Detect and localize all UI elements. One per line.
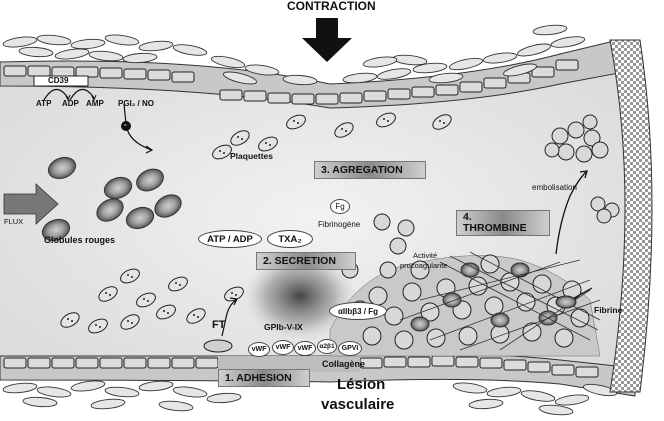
label-gpib: GPIb-V-IX	[264, 322, 303, 332]
cd39-box	[33, 75, 89, 87]
label-pgi: PGI₂ / NO	[118, 99, 155, 108]
flux-arrow	[3, 183, 59, 225]
smooth-muscle-top	[2, 24, 586, 86]
red-blood-cells	[41, 156, 182, 242]
label-ft: FT	[212, 319, 226, 331]
endothelium-bottom	[3, 355, 599, 378]
embolisation-arrow	[555, 171, 587, 255]
a2b1-badge: α2β1	[317, 339, 337, 354]
label-fibrinogene: Fibrinogène	[318, 220, 361, 229]
label-lesion: Lésion	[337, 376, 386, 393]
adhered-platelet	[203, 339, 233, 353]
vwf-badge-3: vWF	[294, 341, 316, 356]
cd39-arc-2	[69, 88, 95, 101]
label-collagene: Collagène	[322, 359, 366, 369]
gpvi-badge: GPVI	[338, 341, 362, 356]
atp-adp-badge: ATP / ADP	[198, 230, 262, 248]
inhibition-marker	[121, 121, 131, 131]
step-thrombine-num: 4.	[463, 210, 472, 223]
step-agregation: 3. AGREGATION	[314, 161, 426, 179]
endothelium-top	[3, 59, 579, 105]
trapped-rbcs	[410, 262, 558, 332]
step-adhesion: 1. ADHESION	[218, 369, 310, 387]
step-thrombine: 4. THROMBINE	[456, 210, 550, 236]
fg-badge: Fg	[330, 199, 350, 214]
label-inhibition: -	[124, 120, 127, 129]
secretion-glow	[244, 252, 356, 340]
label-atp: ATP	[36, 99, 52, 108]
integrin-badge: αIIbβ3 / Fg	[329, 302, 387, 320]
step-secretion: 2. SECRETION	[256, 252, 356, 270]
label-embolisation: embolisation	[532, 183, 577, 192]
resting-platelets	[60, 112, 452, 334]
label-adp: ADP	[62, 99, 79, 108]
label-flux: FLUX	[4, 217, 24, 226]
label-globules-rouges: Globules rouges	[44, 235, 116, 245]
label-procoagulante: procoagulante	[400, 261, 448, 270]
ft-arrow	[221, 299, 237, 337]
vessel-cross-section	[609, 39, 653, 393]
smooth-muscle-bottom	[2, 380, 618, 416]
label-plaquettes: Plaquettes	[230, 151, 273, 161]
lesion-gap	[218, 356, 360, 372]
contraction-arrow	[302, 18, 352, 62]
vwf-badge-1: vWF	[248, 342, 270, 357]
label-activite: Activité	[413, 251, 438, 260]
aggregating-platelets	[544, 114, 620, 224]
cd39-arc-1	[43, 88, 69, 101]
step-thrombine-label: THROMBINE	[463, 222, 527, 234]
label-amp: AMP	[86, 99, 104, 108]
label-vasculaire: vasculaire	[321, 396, 395, 413]
label-fibrine: Fibrine	[594, 305, 623, 315]
txa2-badge: TXA₂	[267, 230, 313, 248]
fibrine-pointer	[573, 287, 593, 299]
label-cd39: CD39	[48, 76, 69, 85]
vwf-badge-2: vWF	[272, 340, 294, 355]
title-contraction: CONTRACTION	[287, 0, 376, 13]
